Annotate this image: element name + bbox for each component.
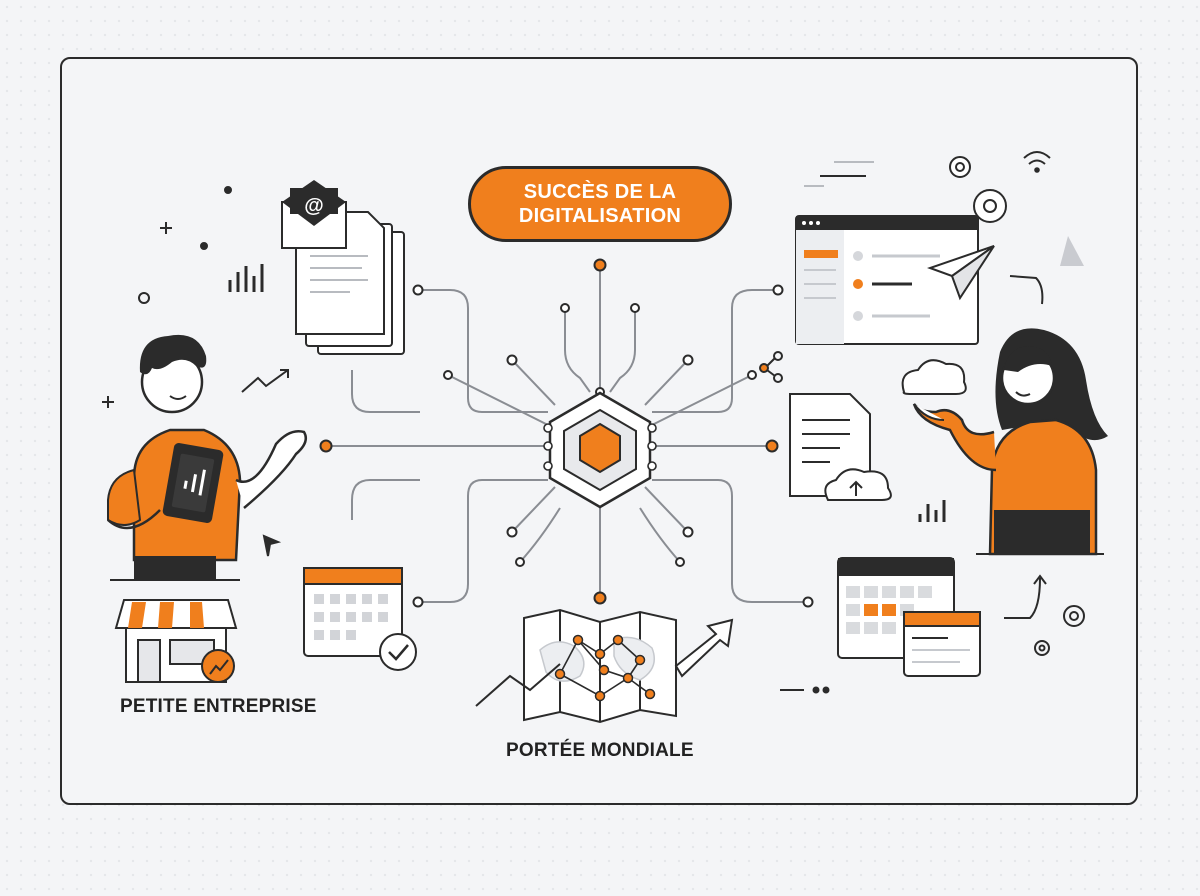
world-map-icon [475,608,734,724]
paper-plane-icon [927,245,995,301]
calendars-icon [837,557,981,677]
businesswoman-illustration [912,328,1108,556]
share-icon [759,351,783,383]
email-documents-icon [281,180,405,355]
storefront-icon [114,599,238,683]
wifi-icon [1023,151,1051,173]
cloud-document-icon [789,393,892,501]
decor-bottom-right [780,574,1085,694]
email-at-symbol: @ [304,195,324,217]
orange-nodes [319,258,779,605]
browser-window-icon [795,215,979,345]
cloud-icon [901,359,967,395]
businessman-illustration [107,334,307,580]
decor-lines-top-right [804,161,874,187]
label-petite-entreprise: PETITE ENTREPRISE [120,696,317,717]
gears-icon [949,156,1007,223]
title-badge: SUCCÈS DE LA DIGITALISATION [468,166,732,242]
title-text: SUCCÈS DE LA DIGITALISATION [518,181,682,227]
calendar-check-icon [303,567,417,671]
central-hub-icon [543,391,657,509]
shape-decor [1060,236,1084,266]
curved-arrow-icon [1009,275,1044,305]
connector-lines [326,265,808,603]
decor-left [102,186,289,557]
decor-right [918,500,946,522]
label-portee-mondiale: PORTÉE MONDIALE [506,740,694,761]
